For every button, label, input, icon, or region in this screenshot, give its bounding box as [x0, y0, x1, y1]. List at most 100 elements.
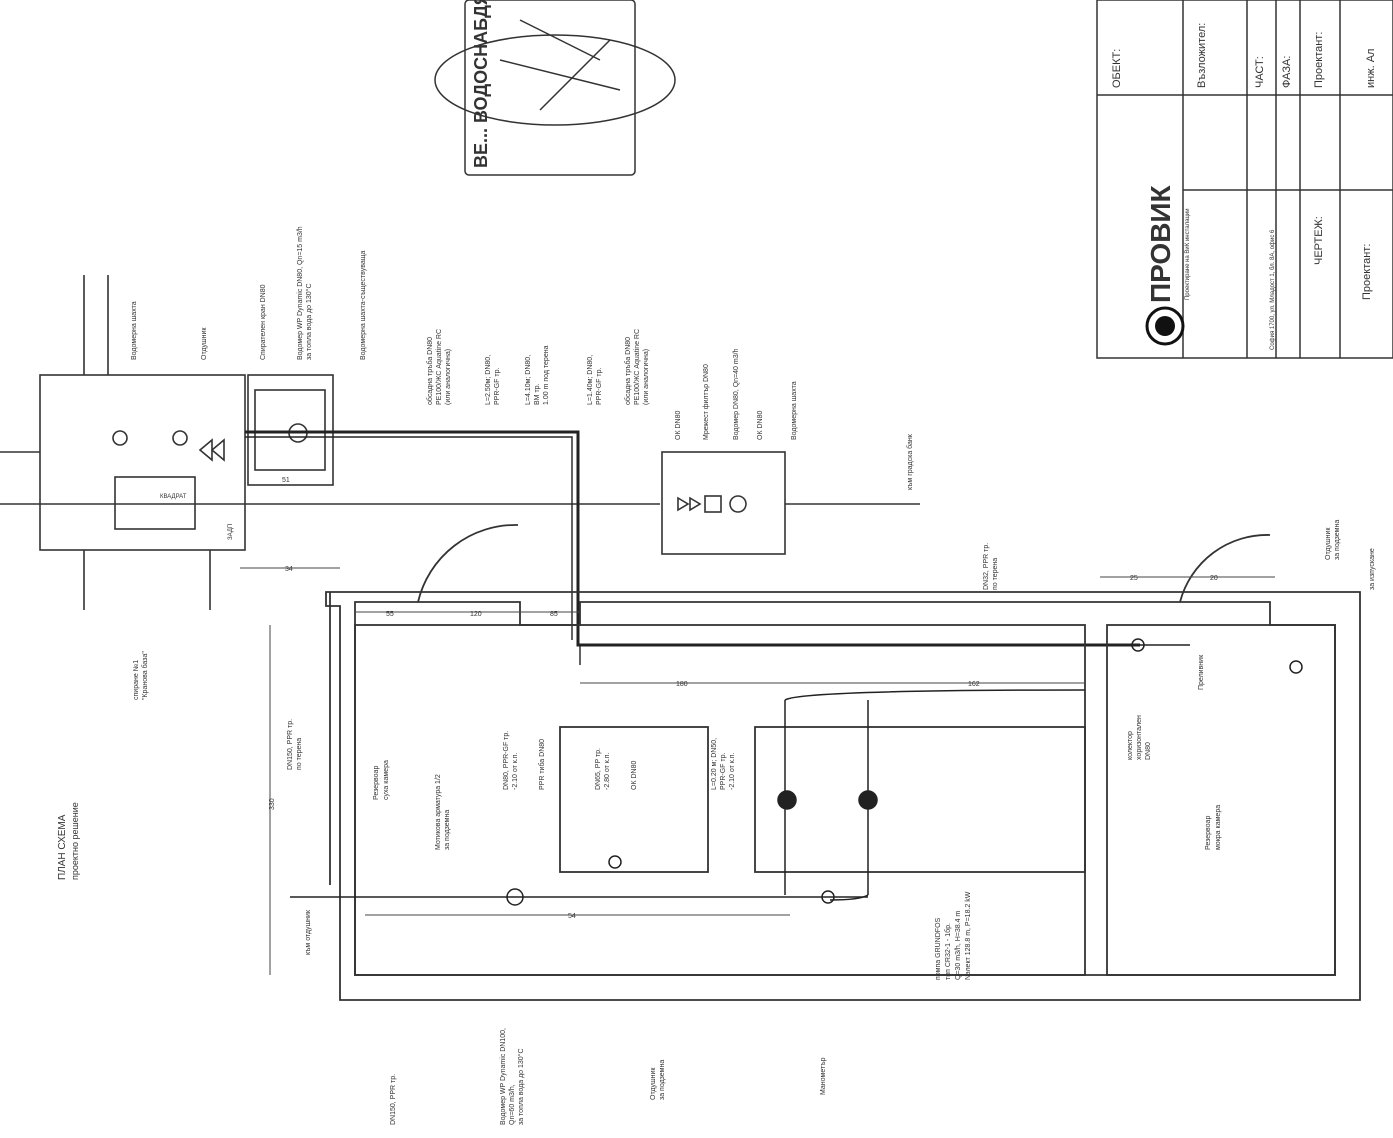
dim-2: 120 — [470, 611, 482, 618]
label-obsadna-1b: PE100/ЖС Aquatine RC — [436, 329, 443, 405]
label-l3b: PPR-GF тр. — [596, 368, 603, 405]
label-dn32: DN32, PPR тр. — [983, 543, 990, 590]
dimension-lines — [240, 567, 1275, 975]
label-vodomer-bottomc: за топла вода до 130°С — [517, 1048, 525, 1125]
label-vodomer-top: Водомер WP Dynamic DN80, Qn=15 m3/h — [297, 226, 304, 360]
label-vazlozhitel: Възложител: — [1196, 23, 1208, 88]
label-dn150b: по терена — [296, 738, 303, 770]
label-dn150-r: DN150, PPR тр. — [390, 1074, 397, 1125]
label-kolektorc: DN80 — [1145, 742, 1152, 760]
label-ok-dn80b: ОК DN80 — [757, 411, 764, 440]
label-motkovab: за подземна — [444, 810, 451, 850]
label-pump-4: Nэлект 128.8 m, P=18.2 kW — [965, 891, 972, 980]
meter-shaft-middle — [661, 451, 920, 555]
label-kvadrat: КВАДРАТ — [160, 494, 187, 500]
label-spirane: спиране №1 — [133, 660, 140, 700]
label-obsadna-1: обсадна тръба DN80 — [426, 337, 434, 405]
label-kam-gradska: към градска банк — [906, 433, 914, 490]
label-obsadna-2: обсадна тръба DN80 — [624, 337, 632, 405]
label-vodomerna-shahta-i: Водомерна шахта-съществуваща — [360, 251, 367, 360]
title-address: София 1700, ул. Младост 1, бл. 8А, офис … — [1270, 229, 1276, 350]
dim-9: 51 — [282, 477, 290, 484]
label-otdushnik-rb: за подземна — [1334, 520, 1341, 560]
label-otdushnik-bottom: Отдушник — [650, 1067, 657, 1100]
label-dn65-ppb: -2.80 от к.п. — [604, 752, 611, 790]
label-ppr-dn80: PPR тиба DN80 — [538, 739, 546, 790]
dim-8: 34 — [285, 566, 293, 573]
pump-station — [290, 638, 1303, 906]
plan-subtitle: проектно решение — [70, 802, 80, 880]
label-l1: L=2.50м; DN80, — [485, 355, 492, 405]
dim-3: 85 — [550, 611, 558, 618]
label-otdushnik-r: Отдушник — [1325, 527, 1332, 560]
label-dn65-pp: DN65, PP тр. — [595, 748, 602, 790]
label-pump-1: помпа GRUNDFOS — [935, 917, 942, 980]
label-l3: L=1.40м; DN80, — [587, 355, 594, 405]
label-obsadna-2b: PE100/ЖС Aquatine RC — [634, 329, 641, 405]
label-l1b: PPR-GF тр. — [494, 368, 501, 405]
dim-6: 162 — [968, 681, 980, 688]
label-zadpen: ЗАДП — [228, 524, 234, 540]
label-mrezhest-filtar: Мрежест филтър DN80 — [703, 364, 710, 440]
dim-11: 20 — [1210, 575, 1218, 582]
stamp-text: ВЕ... ВОДОСНАБДЯВАНЕ — [471, 0, 491, 168]
label-obsadna-1c: (или аналогична) — [445, 349, 452, 405]
label-spirane-b: "Кранова база" — [141, 651, 149, 700]
dim-7: 54 — [568, 913, 576, 920]
label-otdushnik-top: Отдушник — [201, 327, 208, 360]
label-sporen-kran: Спирателен кран DN80 — [260, 284, 267, 360]
label-motkova: Мотикова арматура 1/2 — [435, 774, 442, 850]
label-pump-3: Q=30 m3/h, H=38.4 m — [955, 911, 962, 980]
dim-4: 330 — [269, 798, 276, 810]
label-dn32b: по терена — [992, 558, 999, 590]
label-vodomerna-shahta-b: Водомерна шахта — [791, 381, 798, 440]
label-kolektor: колектор — [1127, 731, 1134, 760]
label-faza: ФАЗА: — [1281, 56, 1293, 88]
label-vodomer-bottom: Водомер WP Dynamic DN100, — [500, 1028, 507, 1125]
label-inzh: инж. Ал — [1365, 49, 1377, 88]
label-proektant-2: Проектант: — [1361, 244, 1373, 300]
label-chast: ЧАСТ: — [1254, 56, 1266, 88]
main-pipeline — [245, 430, 1140, 665]
title-block — [1096, 0, 1393, 359]
label-za-izpuskane: за изпускане — [1369, 548, 1376, 590]
label-l2b: ВМ тр. — [534, 383, 541, 405]
label-obekt: ОБЕКТ: — [1111, 49, 1123, 88]
approval-stamp — [434, 0, 676, 176]
valve-chamber-left — [0, 275, 660, 610]
label-vodomer-top-2: за топла вода до 130°С — [305, 283, 313, 360]
annotation-labels: Водомерна шахта Отдушник Спирателен кран… — [131, 226, 1376, 1125]
dim-1: 55 — [386, 611, 394, 618]
plan-title: ПЛАН СХЕМА — [57, 814, 68, 880]
label-ok-dn80: ОК DN80 — [675, 411, 682, 440]
label-obsadna-2c: (или аналогична) — [643, 349, 650, 405]
label-rezervoar-2: Резервоар — [1205, 816, 1212, 850]
label-l2c: 1.00 m под терена — [543, 345, 550, 405]
label-vodomer-mid: Водомер DN80, Qn=40 m3/h — [733, 348, 740, 440]
label-vodomer-bottomb: Qn=60 m3/h, — [509, 1084, 516, 1125]
label-l2: L=4.10м; DN80, — [525, 355, 532, 405]
label-ok-dn80c: ОК DN80 — [631, 761, 638, 790]
label-kolektorb: хоризонтален — [1136, 715, 1143, 760]
label-dn150: DN150, PPR тр. — [287, 719, 294, 770]
label-rezervoar-1b: суха камера — [383, 760, 390, 800]
label-proektant: Проектант: — [1313, 32, 1325, 88]
label-kam-otdushnik: към отдушник — [305, 909, 312, 955]
reservoir-structure — [325, 524, 1361, 1001]
label-chertezh: ЧЕРТЕЖ: — [1313, 216, 1325, 265]
logo-icon — [1145, 306, 1185, 346]
label-rezervoar-2b: мокра камера — [1215, 805, 1222, 850]
label-l-dn50c: -2.10 от к.п. — [729, 752, 736, 790]
label-rezervoar-1: Резервоар — [373, 766, 380, 800]
logo-subtitle: Проектиране на ВиК инсталации — [1185, 208, 1191, 300]
label-prelivnik: Преливник — [1198, 654, 1205, 690]
label-otdushnik-bottomb: за подземна — [659, 1060, 666, 1100]
label-manometar: Манометър — [820, 1057, 827, 1095]
label-l-dn50: L=0.20 м; DN50, — [711, 738, 718, 790]
label-vodomerna-shahta: Водомерна шахта — [131, 301, 138, 360]
dimension-values: 55 120 85 330 180 162 54 34 51 25 20 — [269, 477, 1218, 920]
logo-text: ПРОВИК — [1145, 184, 1176, 303]
dim-5: 180 — [676, 681, 688, 688]
